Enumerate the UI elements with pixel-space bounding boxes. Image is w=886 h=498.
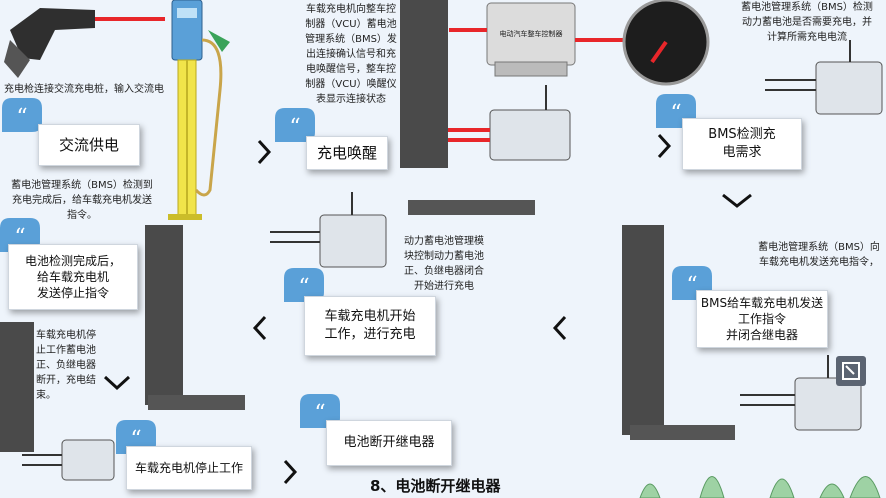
- card-wake: 充电唤醒: [306, 136, 388, 170]
- note-bms-send: 蓄电池管理系统（BMS）向车载充电机发送充电指令，: [758, 242, 880, 268]
- step-title: 8、电池断开继电器: [370, 477, 501, 495]
- dashboard-gauge-icon: [622, 0, 710, 86]
- svg-text:“: “: [298, 275, 309, 300]
- chevron-down-icon: [722, 193, 752, 208]
- charging-gun-icon: [4, 8, 165, 78]
- vcu-controller-icon: 电动汽车整车控制器: [449, 2, 628, 77]
- note-relay-close: 动力蓄电池管理模块控制动力蓄电池 正、负继电器闭合开始进行充电: [404, 236, 484, 292]
- quote-icon: “: [275, 108, 315, 142]
- chevron-right-icon: [657, 133, 672, 159]
- svg-text:“: “: [670, 101, 681, 126]
- quote-icon: “: [116, 420, 156, 454]
- svg-text:“: “: [16, 105, 27, 130]
- svg-text:“: “: [130, 427, 141, 452]
- quote-icon: “: [2, 98, 42, 132]
- card-obc-stop: 车载充电机停止工作: [126, 446, 252, 490]
- chevron-left-icon: [552, 315, 567, 341]
- svg-text:“: “: [314, 401, 325, 426]
- svg-text:“: “: [14, 225, 25, 250]
- chevron-right-icon: [257, 139, 272, 165]
- card-ac-supply: 交流供电: [38, 124, 140, 166]
- note-bms-need: 蓄电池管理系统（BMS）检测动力蓄电池是否需要充电，并计算所需充电电流: [741, 2, 873, 43]
- vcu-label: 电动汽车整车控制器: [500, 29, 563, 38]
- card-bms-detect: BMS检测充电需求: [682, 118, 802, 170]
- card-obc-start: 车载充电机开始工作，进行充电: [304, 296, 436, 356]
- card-stop-command: 电池检测完成后，给车载充电机发送停止指令: [8, 244, 138, 310]
- note-stop: 车载充电机停止工作蓄电池正、负继电器 断开，充电结束。: [36, 330, 96, 401]
- card-bms-send: BMS给车载充电机发送工作指令并闭合继电器: [696, 290, 828, 348]
- chevron-left-icon: [252, 315, 267, 341]
- note-wake-desc: 车载充电机向整车控制器（VCU）蓄电池管理系统（BMS）发 出连接确认信号和充电…: [305, 4, 397, 105]
- card-relay-open: 电池断开继电器: [326, 420, 452, 466]
- note-ac-gun: 充电枪连接交流充电桩，输入交流电: [4, 84, 164, 95]
- svg-text:“: “: [686, 273, 697, 298]
- expand-icon: [842, 362, 860, 380]
- quote-icon: “: [300, 394, 340, 428]
- chevron-right-icon: [283, 459, 298, 485]
- chevron-down-icon: [103, 375, 131, 391]
- note-bms-done: 蓄电池管理系统（BMS）检测到充电完成后，给车载充电机发送指令。: [11, 180, 153, 221]
- svg-text:“: “: [289, 115, 300, 140]
- picture-in-picture-button[interactable]: [836, 356, 866, 386]
- quote-icon: “: [0, 218, 40, 252]
- quote-icon: “: [284, 268, 324, 302]
- charging-pile-icon: [168, 0, 230, 220]
